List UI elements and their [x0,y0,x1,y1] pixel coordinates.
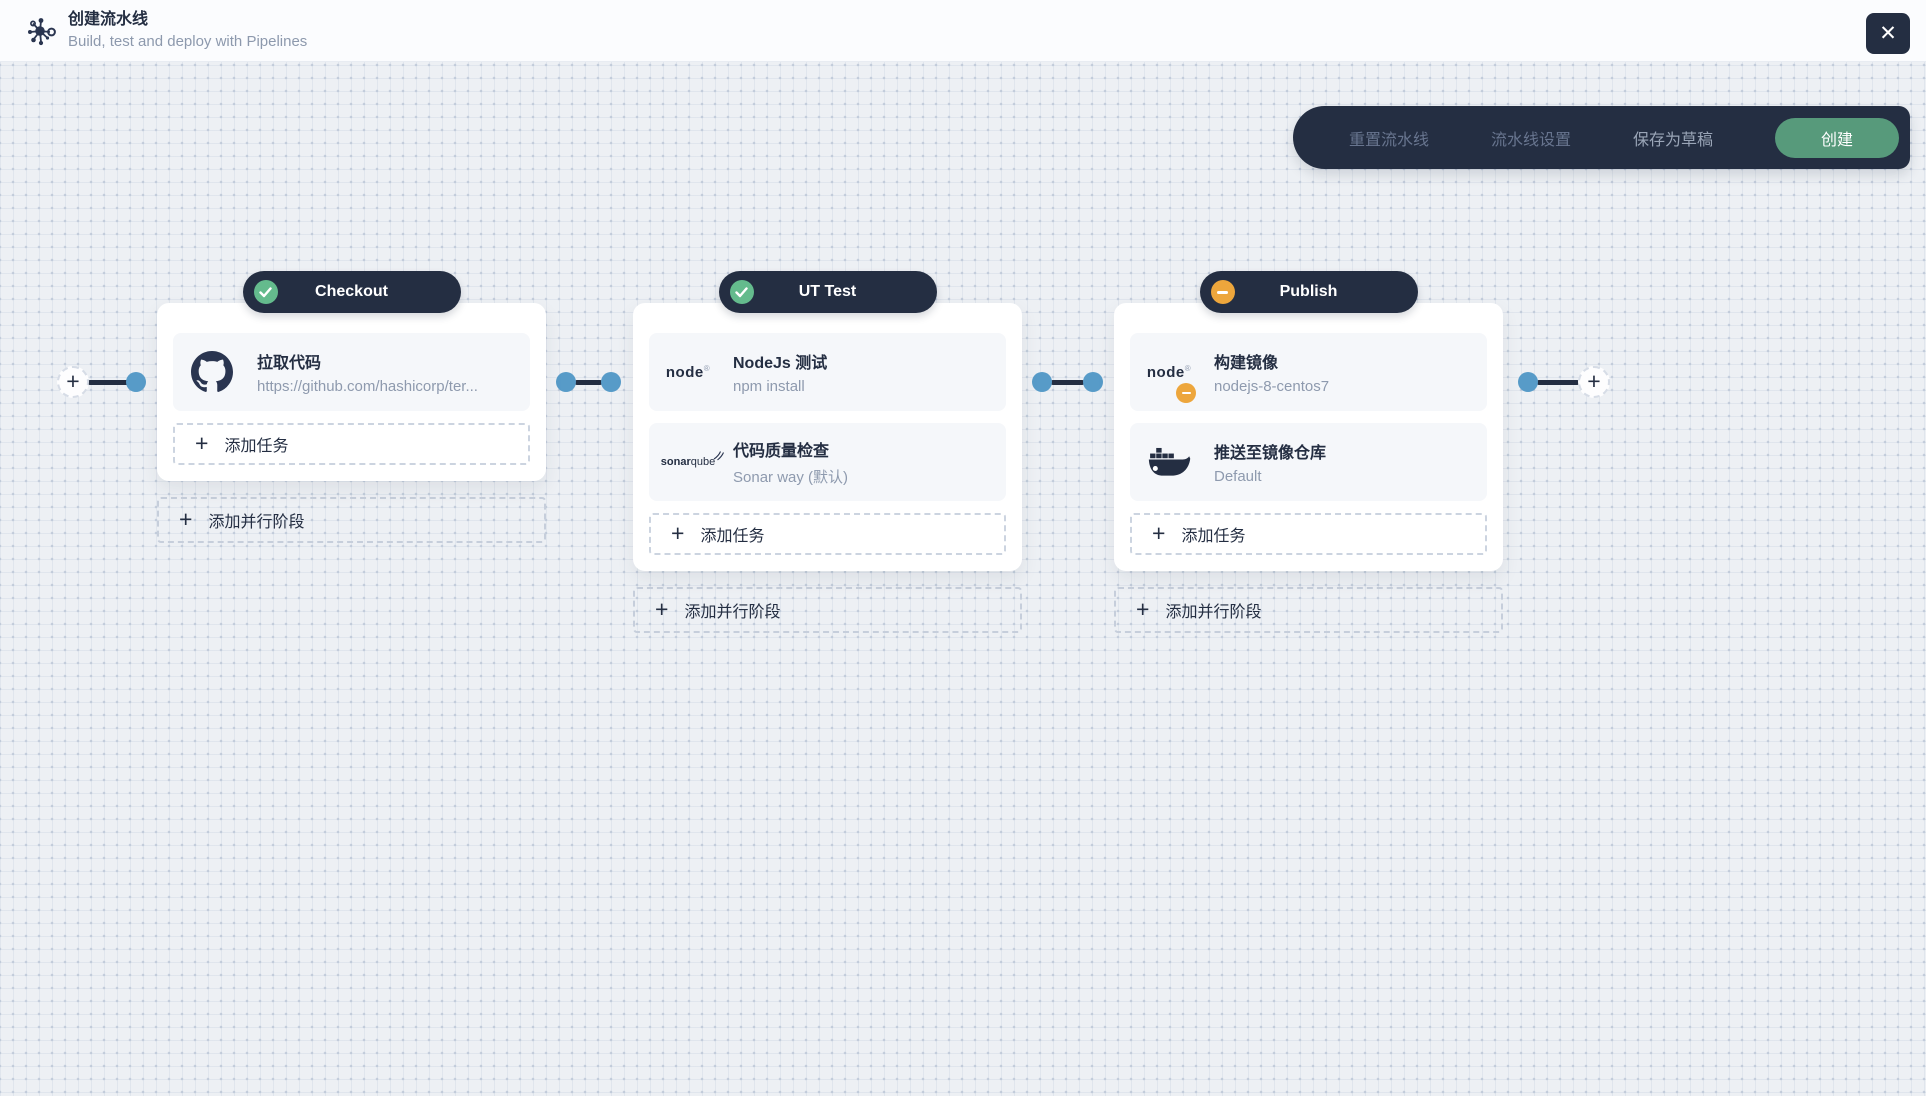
connector-line [575,380,602,385]
task-row-nodejs-test[interactable]: node® NodeJs 测试 npm install [649,333,1006,411]
plus-icon: + [1136,595,1150,622]
connector-dot [1083,372,1103,392]
add-parallel-stage-button[interactable]: + 添加并行阶段 [633,587,1022,633]
pipeline-action-toolbar: 重置流水线 流水线设置 保存为草稿 创建 [1293,106,1910,169]
stage-publish: Publish node® 构建镜像 nodejs-8-centos7 [1114,271,1503,633]
task-subtitle: Default [1214,468,1262,485]
stage-checkout: Checkout 拉取代码 https://github.com/hashico… [157,271,546,543]
add-parallel-label: 添加并行阶段 [684,604,781,621]
task-subtitle: https://github.com/hashicorp/ter... [257,378,478,395]
pipeline-settings-button[interactable]: 流水线设置 [1491,131,1572,149]
stage-card: 拉取代码 https://github.com/hashicorp/ter...… [157,303,546,481]
save-as-draft-button[interactable]: 保存为草稿 [1633,131,1714,149]
github-icon [189,349,235,395]
plus-icon: + [195,429,209,456]
page-title: 创建流水线 [68,10,149,28]
stage-name: UT Test [798,283,857,300]
connector-dot [601,372,621,392]
connector-line [1537,380,1579,385]
add-parallel-label: 添加并行阶段 [208,514,305,531]
modal-header: 创建流水线 Build, test and deploy with Pipeli… [0,0,1926,62]
connector-dot [1518,372,1538,392]
add-parallel-stage-button[interactable]: + 添加并行阶段 [1114,587,1503,633]
close-button[interactable]: ✕ [1866,13,1910,54]
task-row-code-quality[interactable]: sonarqube 代码质量检查 Sonar way (默认) [649,423,1006,501]
stage-name: Publish [1279,283,1338,300]
close-icon: ✕ [1879,22,1897,45]
task-title: 代码质量检查 [733,443,830,460]
add-task-button[interactable]: + 添加任务 [1130,513,1487,555]
check-icon [253,280,278,304]
docker-icon [1146,439,1192,485]
nodejs-icon: node® [665,363,711,381]
connector-line [1051,380,1084,385]
add-parallel-stage-button[interactable]: + 添加并行阶段 [157,497,546,543]
task-title: NodeJs 测试 [733,355,828,372]
task-subtitle: npm install [733,378,805,395]
add-task-label: 添加任务 [224,438,289,455]
pipeline-hub-icon [20,11,60,51]
add-task-button[interactable]: + 添加任务 [649,513,1006,555]
task-title: 推送至镜像仓库 [1214,445,1327,462]
add-parallel-label: 添加并行阶段 [1165,604,1262,621]
add-task-label: 添加任务 [1181,528,1246,545]
plus-icon: + [66,367,80,394]
add-task-button[interactable]: + 添加任务 [173,423,530,465]
stage-header-checkout[interactable]: Checkout [242,271,461,313]
nodejs-icon: node® [1146,349,1196,403]
task-row-checkout-scm[interactable]: 拉取代码 https://github.com/hashicorp/ter... [173,333,530,411]
task-subtitle: Sonar way (默认) [733,469,849,486]
plus-icon: + [671,519,685,546]
task-row-push-image[interactable]: 推送至镜像仓库 Default [1130,423,1487,501]
add-stage-button-left[interactable]: + [57,366,89,398]
page-subtitle: Build, test and deploy with Pipelines [68,32,308,50]
task-subtitle: nodejs-8-centos7 [1214,378,1330,395]
stage-card: node® NodeJs 测试 npm install sonarqube 代码… [633,303,1022,571]
task-row-build-image[interactable]: node® 构建镜像 nodejs-8-centos7 [1130,333,1487,411]
task-title: 拉取代码 [257,355,322,372]
stage-ut-test: UT Test node® NodeJs 测试 npm install sona… [633,271,1022,633]
stage-header-ut-test[interactable]: UT Test [718,271,937,313]
stage-card: node® 构建镜像 nodejs-8-centos7 [1114,303,1503,571]
connector-dot [126,372,146,392]
add-stage-button-right[interactable]: + [1578,366,1610,398]
connector-line [88,380,130,385]
connector-dot [556,372,576,392]
task-title: 构建镜像 [1214,355,1279,372]
stage-header-publish[interactable]: Publish [1199,271,1418,313]
check-icon [729,280,754,304]
plus-icon: + [179,505,193,532]
plus-icon: + [1152,519,1166,546]
connector-dot [1032,372,1052,392]
add-task-label: 添加任务 [700,528,765,545]
stage-name: Checkout [315,283,388,300]
sonarqube-icon: sonarqube [661,439,725,485]
plus-icon: + [1587,367,1601,394]
create-button[interactable]: 创建 [1775,117,1899,158]
minus-icon [1210,280,1235,304]
reset-pipeline-button[interactable]: 重置流水线 [1349,131,1430,149]
minus-badge-icon [1176,383,1196,403]
plus-icon: + [655,595,669,622]
